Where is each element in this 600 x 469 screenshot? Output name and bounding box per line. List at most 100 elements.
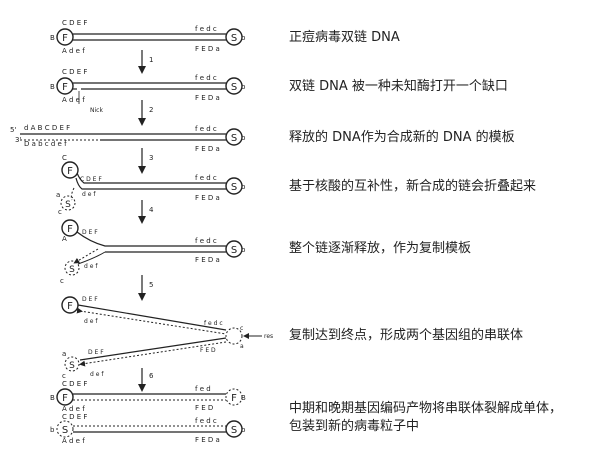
- label-S-new: S: [69, 265, 75, 275]
- strand-top: [77, 304, 227, 331]
- label-FED: F E D: [200, 347, 216, 354]
- label-bottom-right: F E D a: [195, 94, 220, 102]
- caption-5: 整个链逐渐释放，作为复制模板: [289, 241, 472, 256]
- caption-7: 中期和晚期基因编码产物将串联体裂解成单体，: [289, 401, 563, 416]
- label-seq-top: d A B C D E F: [24, 124, 70, 132]
- label-B-right: B: [241, 394, 246, 402]
- strand-new-top: [76, 307, 227, 335]
- label-S: S: [231, 245, 237, 256]
- label-B: B: [50, 34, 55, 42]
- right-hairpin: [225, 177, 243, 195]
- label-S: S: [231, 182, 237, 193]
- label-bottom-right: F E D: [195, 404, 213, 412]
- label-res: res: [264, 333, 273, 340]
- left-hairpin: [61, 161, 79, 179]
- right-hairpin: [225, 77, 243, 95]
- label-DEF: D E F: [82, 229, 98, 236]
- step-3: 3: [149, 154, 153, 162]
- label-B: B: [50, 83, 55, 91]
- label-bottom-right: F E D a: [195, 145, 220, 153]
- label-top-right: f e d c: [195, 125, 217, 133]
- label-F: F: [67, 166, 73, 177]
- label-def: d e f: [82, 191, 96, 198]
- label-3prime: 3': [15, 136, 21, 144]
- label-seq-bottom: D a b c d e f: [24, 140, 67, 148]
- row-6-concatemer: F S D E F d e f f e d c F E D D E F d e …: [61, 296, 273, 380]
- new-strand-dotted: [73, 248, 99, 264]
- label-top-right: f e d c: [195, 74, 217, 82]
- row-7-monomer-1: F F C D E F A d e f f e d F E D B B: [50, 380, 246, 413]
- row-1-genome: F S C D E F A d e f f e d c F E D a B b: [50, 19, 246, 55]
- label-top-left: C D E F: [62, 19, 87, 27]
- label-B: B: [50, 394, 55, 402]
- label-S: S: [231, 82, 237, 93]
- label-a: a: [56, 191, 60, 199]
- label-bottom-left: A d e f: [62, 47, 85, 55]
- label-bottom-left: A d e f: [62, 96, 85, 104]
- label-top-left: C D E F: [80, 176, 102, 183]
- caption-3: 释放的 DNA作为合成新的 DNA 的模板: [289, 130, 515, 145]
- caption-6: 复制达到终点，形成两个基因组的串联体: [289, 328, 524, 343]
- label-bottom-right: F E D a: [195, 194, 220, 202]
- label-A: A: [62, 235, 67, 243]
- strand-bottom: [75, 177, 226, 190]
- left-hairpin: [61, 219, 79, 237]
- row-3-template: 5' 3' d A B C D E F D a b c d e f S f e …: [10, 124, 246, 153]
- label-F: F: [62, 393, 68, 404]
- label-F: F: [67, 301, 73, 312]
- label-b: b: [241, 34, 246, 42]
- row-4-fold: F S C C D E F d e f f e d c F E D a S a …: [56, 154, 246, 216]
- label-a-lower: a: [62, 350, 66, 358]
- step-5: 5: [149, 281, 153, 289]
- label-b-right: b: [241, 426, 246, 434]
- label-S-new: S: [69, 361, 75, 371]
- label-DEF: D E F: [82, 296, 98, 303]
- new-hairpin-dotted: [64, 260, 80, 276]
- right-hairpin-dotted: [225, 327, 243, 345]
- label-b: b: [50, 426, 55, 434]
- left-hairpin-dotted: [56, 420, 74, 438]
- strand-new-bottom: [79, 341, 227, 367]
- label-bottom-right: F E D a: [195, 436, 220, 444]
- strand-bottom: [79, 337, 227, 361]
- row-2-nick: F S C D E F A d e f f e d c F E D a Nick…: [50, 68, 246, 114]
- caption-4: 基于核酸的互补性，新合成的链会折叠起来: [289, 179, 537, 194]
- strand-top: [76, 172, 226, 184]
- step-6: 6: [149, 372, 154, 380]
- label-bottom-right: F E D a: [195, 256, 220, 264]
- right-hairpin: [225, 28, 243, 46]
- label-nick: Nick: [90, 107, 103, 114]
- row-7-monomer-2: S S C D E F A d e f f e d c F E D a b b: [50, 413, 246, 445]
- label-top-right: f e d: [195, 385, 211, 393]
- label-S-right: S: [231, 425, 237, 436]
- new-strand-dotted: [70, 187, 75, 201]
- label-top-right: f e d c: [195, 174, 217, 182]
- left-hairpin: [56, 28, 74, 46]
- label-def: d e f: [84, 318, 98, 325]
- label-top-left: C D E F: [62, 413, 87, 421]
- left-hairpin: [56, 388, 74, 406]
- label-def-lower: d e f: [90, 371, 104, 378]
- right-hairpin: [225, 420, 243, 438]
- row-5-release: F S D E F d e f f e d c F E D a S A c b: [60, 219, 246, 285]
- label-bottom-left: A d e f: [62, 437, 85, 445]
- left-hairpin: [56, 77, 74, 95]
- label-c: c: [58, 208, 62, 216]
- label-bottom-left: A d e f: [62, 405, 85, 413]
- right-hairpin: [225, 128, 243, 146]
- label-S: S: [62, 425, 68, 436]
- label-top-right: f e d c: [204, 320, 223, 327]
- label-c: c: [60, 277, 64, 285]
- label-bottom-right: F E D a: [195, 45, 220, 53]
- new-hairpin-dotted: [64, 356, 80, 372]
- label-c: c: [240, 325, 243, 332]
- caption-1: 正痘病毒双链 DNA: [289, 30, 400, 45]
- step-4: 4: [149, 206, 154, 214]
- label-b: b: [241, 246, 246, 254]
- label-def: d e f: [84, 263, 98, 270]
- step-2: 2: [149, 106, 153, 114]
- label-S: S: [231, 133, 237, 144]
- label-F: F: [62, 33, 68, 44]
- label-F-right: F: [231, 393, 237, 404]
